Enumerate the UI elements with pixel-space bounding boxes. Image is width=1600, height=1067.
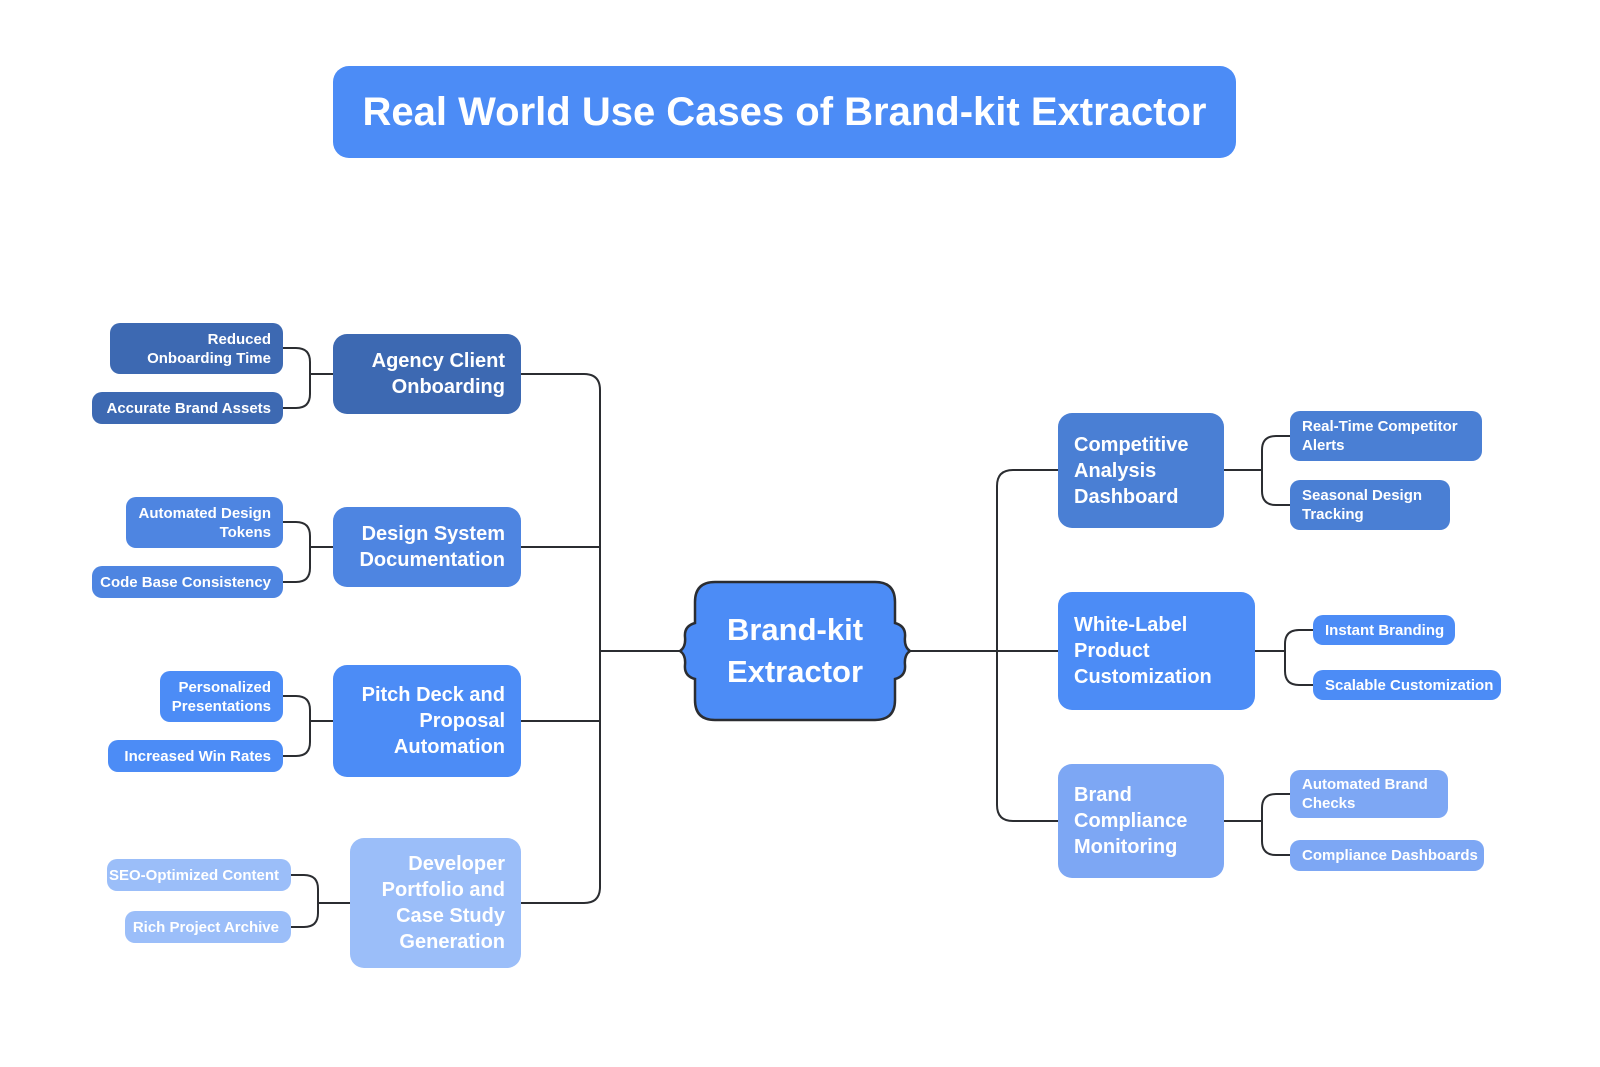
connector-right-branch-1 [996,469,1058,651]
category-design-system-documentation: Design System Documentation [333,507,521,587]
leaf-seo-optimized-content: SEO-Optimized Content [107,859,291,891]
category-developer-portfolio-case-study: Developer Portfolio and Case Study Gener… [350,838,521,968]
central-node-label: Brand-kit Extractor [726,612,864,689]
connector-leaves-r3 [1224,793,1290,856]
leaf-personalized-presentations: Personalized Presentations [160,671,283,722]
central-node-shape [677,580,913,722]
connector-leaves-l2 [283,521,333,583]
category-pitch-deck-proposal-automation: Pitch Deck and Proposal Automation [333,665,521,777]
leaf-seasonal-design-tracking: Seasonal Design Tracking [1290,480,1450,530]
leaf-reduced-onboarding-time: Reduced Onboarding Time [110,323,283,374]
connector-lines [283,347,1313,928]
category-competitive-analysis-dashboard: Competitive Analysis Dashboard [1058,413,1224,528]
leaf-scalable-customization: Scalable Customization [1313,670,1501,700]
connector-left-branch-4 [521,651,601,904]
leaf-real-time-competitor-alerts: Real-Time Competitor Alerts [1290,411,1482,461]
category-agency-client-onboarding: Agency Client Onboarding [333,334,521,414]
category-brand-compliance-monitoring: Brand Compliance Monitoring [1058,764,1224,878]
leaf-accurate-brand-assets: Accurate Brand Assets [92,392,283,424]
connector-leaves-l3 [283,695,333,757]
leaf-code-base-consistency: Code Base Consistency [92,566,283,598]
leaf-automated-design-tokens: Automated Design Tokens [126,497,283,548]
leaf-compliance-dashboards: Compliance Dashboards [1290,840,1484,871]
leaf-increased-win-rates: Increased Win Rates [108,740,283,772]
connector-leaves-l4 [291,874,350,928]
diagram-title: Real World Use Cases of Brand-kit Extrac… [333,66,1236,158]
connector-leaves-l1 [283,347,333,409]
category-white-label-product-customization: White-Label Product Customization [1058,592,1255,710]
leaf-instant-branding: Instant Branding [1313,615,1455,645]
connector-left-branch-1 [521,373,601,651]
leaf-automated-brand-checks: Automated Brand Checks [1290,770,1448,818]
connector-leaves-r1 [1224,435,1290,506]
connector-right-branch-3 [996,651,1058,822]
leaf-rich-project-archive: Rich Project Archive [125,911,291,943]
connector-leaves-r2 [1255,629,1313,686]
